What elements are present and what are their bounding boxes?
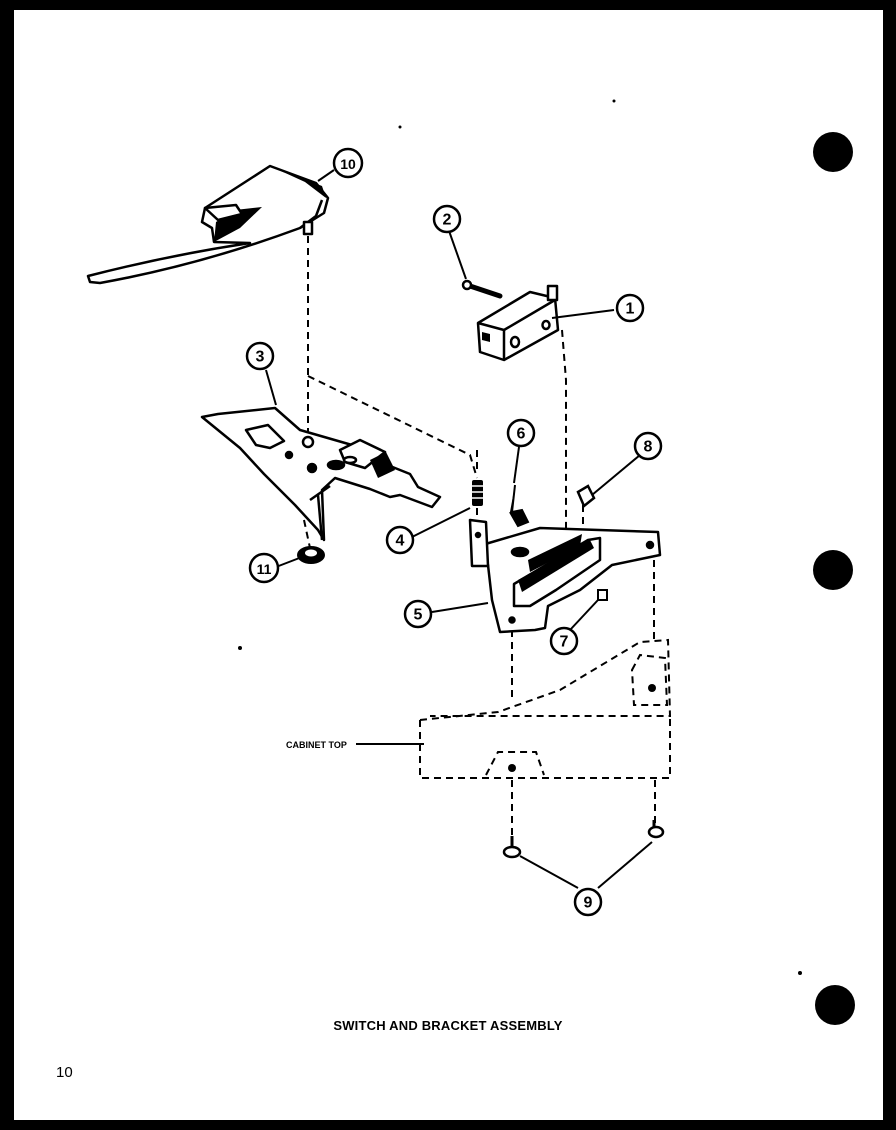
callout-7: 7: [549, 626, 579, 656]
callout-2-label: 2: [443, 212, 452, 229]
callout-1: 1: [615, 293, 645, 323]
part-2-screw: [461, 279, 503, 299]
callout-5: 5: [403, 599, 433, 629]
part-5-mount-bracket: [468, 518, 662, 634]
part-9-screws: [502, 820, 665, 859]
callout-4: 4: [385, 525, 415, 555]
callout-8: 8: [633, 431, 663, 461]
callout-8-label: 8: [644, 439, 653, 456]
part-3-bracket: [200, 406, 442, 542]
callout-10: 10: [332, 147, 364, 179]
speck: [238, 646, 242, 650]
callout-1-label: 1: [626, 301, 635, 318]
speck: [398, 125, 402, 129]
binder-hole-middle: [813, 550, 853, 590]
binder-hole-top: [813, 132, 853, 172]
callout-11: 11: [248, 552, 280, 584]
part-4-spring: [472, 480, 483, 506]
callout-5-label: 5: [414, 607, 423, 624]
part-10-lever: [86, 164, 330, 285]
cabinet-top-label: CABINET TOP: [286, 740, 347, 750]
binder-hole-bottom: [815, 985, 855, 1025]
speck: [612, 99, 616, 103]
callout-11-label: 11: [257, 561, 272, 577]
part-7-retainer: [597, 589, 608, 601]
callout-10-label: 10: [340, 156, 356, 172]
callout-3: 3: [245, 341, 275, 371]
part-6-clip: [509, 484, 530, 528]
callout-6: 6: [506, 418, 536, 448]
part-8-clip: [576, 484, 596, 509]
callout-3-label: 3: [256, 349, 265, 366]
part-1-switch: [476, 284, 560, 362]
diagram-caption: SWITCH AND BRACKET ASSEMBLY: [333, 1018, 563, 1033]
leader-lines: [265, 169, 653, 889]
cabinet-hole: [508, 764, 516, 772]
page-number: 10: [56, 1064, 73, 1081]
part-11-grommet: [297, 546, 325, 564]
cabinet-hole: [648, 684, 656, 692]
callout-9: 9: [573, 887, 603, 917]
callout-2: 2: [432, 204, 462, 234]
callout-4-label: 4: [396, 533, 405, 550]
callout-9-label: 9: [584, 895, 593, 912]
page-sheet: [14, 10, 883, 1120]
callout-7-label: 7: [560, 634, 569, 651]
speck: [798, 971, 802, 975]
callout-6-label: 6: [517, 426, 526, 443]
alignment-lines: [303, 236, 672, 848]
